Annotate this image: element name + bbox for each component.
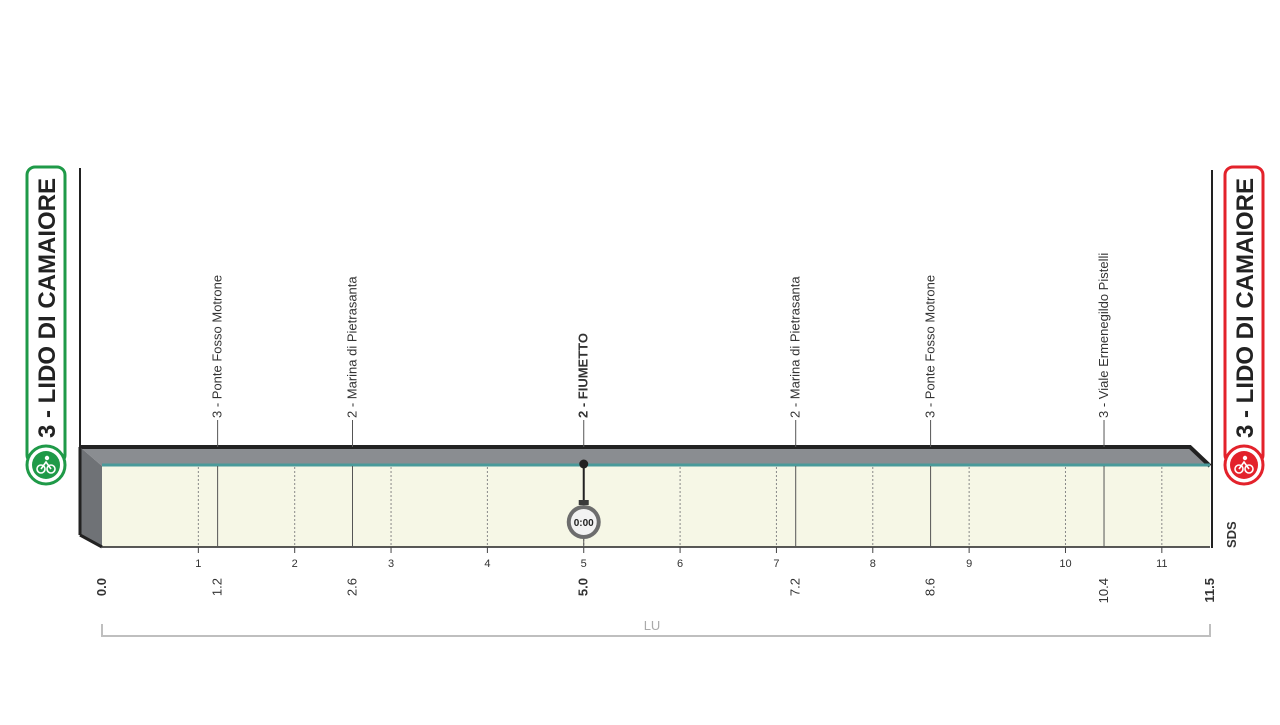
profile-top-band bbox=[80, 447, 1210, 466]
km-tick-label: 4 bbox=[484, 558, 490, 570]
stopwatch-crown bbox=[578, 500, 589, 505]
profile-top-edge bbox=[80, 445, 1212, 468]
km-tick-label: 8 bbox=[870, 558, 876, 570]
waypoint-km-label: 2.6 bbox=[345, 578, 360, 596]
finish-cyclist-frame bbox=[1238, 460, 1250, 470]
km-tick-label: 5 bbox=[581, 558, 587, 570]
km-tick-label: 11 bbox=[1156, 558, 1167, 570]
brand-mark: SDS bbox=[1224, 521, 1239, 548]
km-tick-label: 10 bbox=[1059, 558, 1071, 570]
waypoint-km-label: 8.6 bbox=[923, 578, 938, 596]
waypoint-name: 3 - Ponte Fosso Motrone bbox=[210, 275, 225, 418]
finish-cyclist-wheel-back bbox=[1234, 464, 1244, 474]
province-bracket bbox=[101, 624, 1211, 637]
finish-cyclist-icon bbox=[1230, 451, 1258, 479]
time-check-label: 0:00 bbox=[574, 518, 594, 529]
finish-label: 3 - LIDO DI CAMAIORE bbox=[1232, 178, 1259, 438]
km-tick-label: 1 bbox=[195, 558, 201, 570]
end-km-label: 11.5 bbox=[1202, 578, 1217, 603]
profile-side bbox=[80, 447, 102, 547]
waypoint-name: 2 - Marina di Pietrasanta bbox=[345, 276, 360, 418]
waypoint-km-label: 1.2 bbox=[210, 578, 225, 596]
km-tick-label: 6 bbox=[677, 558, 683, 570]
waypoint-name: 2 - Marina di Pietrasanta bbox=[788, 276, 803, 418]
profile-area bbox=[102, 466, 1210, 547]
km-tick-label: 3 bbox=[388, 558, 394, 570]
waypoint-km-label: 10.4 bbox=[1096, 578, 1111, 603]
km-tick-label: 7 bbox=[773, 558, 779, 570]
waypoint-name: 3 - Viale Ermenegildo Pistelli bbox=[1096, 253, 1111, 418]
waypoint-name: 3 - Ponte Fosso Motrone bbox=[923, 275, 938, 418]
province-label: LU bbox=[644, 618, 661, 633]
start-cyclist-head bbox=[44, 455, 50, 461]
start-cyclist-frame bbox=[40, 460, 52, 470]
start-cyclist-icon bbox=[32, 451, 60, 479]
finish-cyclist-head bbox=[1242, 455, 1248, 461]
waypoint-km-label: 7.2 bbox=[788, 578, 803, 596]
finish-cyclist-wheel-front bbox=[1244, 464, 1254, 474]
waypoint-name: 2 - FIUMETTO bbox=[576, 333, 591, 418]
km-tick-label: 2 bbox=[292, 558, 298, 570]
start-label: 3 - LIDO DI CAMAIORE bbox=[34, 178, 61, 438]
stopwatch-face bbox=[570, 509, 597, 535]
km-tick-label: 9 bbox=[966, 558, 972, 570]
start-km-label: 0.0 bbox=[94, 578, 109, 596]
start-cyclist-wheel-front bbox=[46, 464, 56, 474]
time-check-dot bbox=[579, 459, 589, 469]
profile-side-bottom bbox=[79, 533, 103, 549]
waypoint-km-label: 5.0 bbox=[576, 578, 591, 596]
start-cyclist-wheel-back bbox=[36, 464, 46, 474]
